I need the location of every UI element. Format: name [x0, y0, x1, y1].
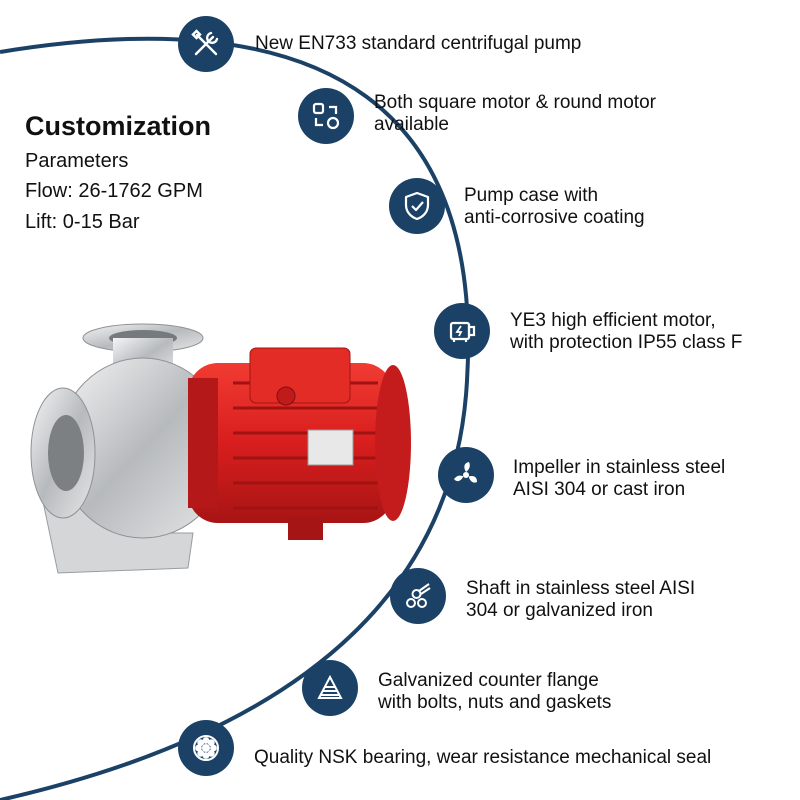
feature-line: Both square motor & round motor: [374, 92, 656, 113]
feature-line: Impeller in stainless steel: [513, 457, 726, 478]
feature-line: available: [374, 114, 449, 135]
feature-line: anti-corrosive coating: [464, 207, 645, 228]
feature-line: New EN733 standard centrifugal pump: [255, 33, 582, 54]
feature-line: with protection IP55 class F: [510, 332, 743, 353]
feature-line: with bolts, nuts and gaskets: [378, 692, 612, 713]
swap-shapes-icon: [298, 88, 354, 144]
tools-icon: [178, 16, 234, 72]
page-title: Customization: [25, 111, 211, 141]
bearing-icon: [178, 720, 234, 776]
feature-4-text: YE3 high efficient motor, with protectio…: [510, 310, 742, 354]
impeller-icon: [438, 447, 494, 503]
feature-2-text: Both square motor & round motor availabl…: [374, 92, 656, 136]
feature-8-text: Quality NSK bearing, wear resistance mec…: [254, 747, 711, 769]
feature-line: 304 or galvanized iron: [466, 600, 653, 621]
feature-6-text: Shaft in stainless steel AISI 304 or gal…: [466, 578, 695, 622]
flow-spec: Flow: 26-1762 GPM: [25, 180, 203, 202]
feature-1-text: New EN733 standard centrifugal pump: [255, 33, 581, 55]
feature-line: Quality NSK bearing, wear resistance mec…: [254, 747, 712, 768]
flange-icon: [302, 660, 358, 716]
shield-check-icon: [389, 178, 445, 234]
pump-image: [30, 323, 411, 574]
lift-spec: Lift: 0-15 Bar: [25, 211, 140, 233]
feature-5-text: Impeller in stainless steel AISI 304 or …: [513, 457, 725, 501]
motor-icon: [434, 303, 490, 359]
feature-line: AISI 304 or cast iron: [513, 479, 686, 500]
feature-7-text: Galvanized counter flange with bolts, nu…: [378, 670, 611, 714]
parameters-label: Parameters: [25, 150, 129, 172]
feature-line: Shaft in stainless steel AISI: [466, 578, 696, 599]
shaft-icon: [390, 568, 446, 624]
feature-line: Galvanized counter flange: [378, 670, 599, 691]
feature-3-text: Pump case with anti-corrosive coating: [464, 185, 645, 229]
feature-line: Pump case with: [464, 185, 599, 206]
feature-line: YE3 high efficient motor,: [510, 310, 716, 331]
